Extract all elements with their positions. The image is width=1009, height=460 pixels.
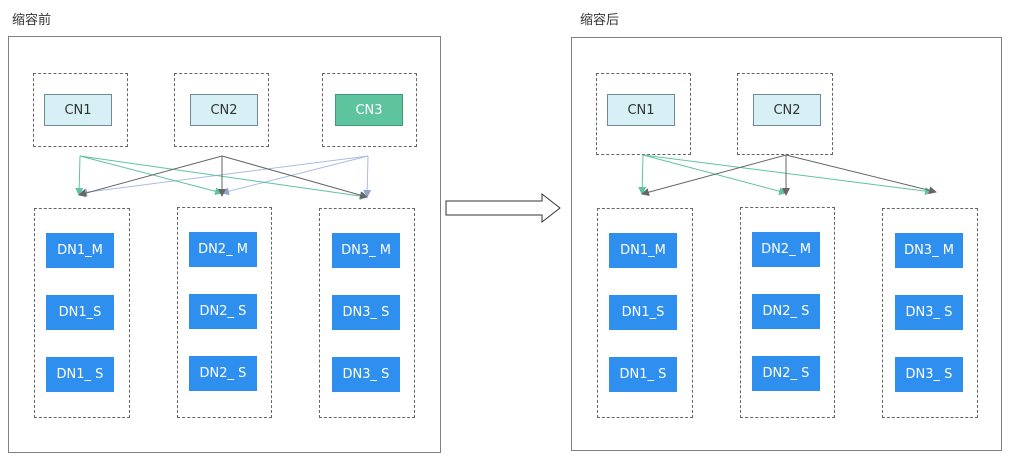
dn2-s2-before: DN2_ S [189, 356, 257, 391]
dn3-s1-before: DN3_ S [332, 295, 400, 330]
dn1-m-after: DN1_M [609, 233, 677, 268]
dn-group3-before [319, 208, 415, 418]
dn1-s1-after: DN1_S [609, 295, 677, 330]
dn1-s1-before: DN1_S [46, 295, 114, 330]
dn3-s2-after: DN3_ S [895, 357, 963, 392]
transition-arrow [445, 192, 561, 224]
cn2-node-before: CN2 [190, 94, 258, 126]
cn1-container-before [33, 73, 128, 147]
cn2-container-before [174, 73, 269, 147]
dn3-s2-before: DN3_ S [332, 357, 400, 392]
dn2-m-before: DN2_ M [189, 232, 257, 267]
cn2-node-after: CN2 [753, 94, 821, 126]
before-title: 缩容前 [12, 13, 52, 28]
dn-group1-before [34, 208, 130, 418]
cn1-container-after [596, 73, 691, 155]
dn3-m-after: DN3_ M [895, 233, 963, 268]
dn3-s1-after: DN3_ S [895, 295, 963, 330]
after-title: 缩容后 [580, 13, 620, 28]
cn1-node-after: CN1 [607, 94, 675, 126]
dn3-m-before: DN3_ M [332, 233, 400, 268]
dn-group2-after [740, 207, 835, 418]
dn2-m-after: DN2_ M [752, 232, 820, 267]
dn2-s2-after: DN2_ S [752, 356, 820, 391]
dn1-s2-before: DN1_ S [46, 357, 114, 392]
cn3-container-before [322, 73, 417, 147]
dn1-m-before: DN1_M [46, 233, 114, 268]
dn2-s1-after: DN2_ S [752, 294, 820, 329]
dn-group1-after [597, 208, 693, 418]
dn2-s1-before: DN2_ S [189, 294, 257, 329]
dn-group3-after [882, 208, 978, 418]
dn-group2-before [177, 207, 272, 418]
cn3-node-before: CN3 [335, 94, 403, 126]
cn1-node-before: CN1 [44, 94, 112, 126]
dn1-s2-after: DN1_ S [609, 357, 677, 392]
cn2-container-after [737, 73, 833, 155]
